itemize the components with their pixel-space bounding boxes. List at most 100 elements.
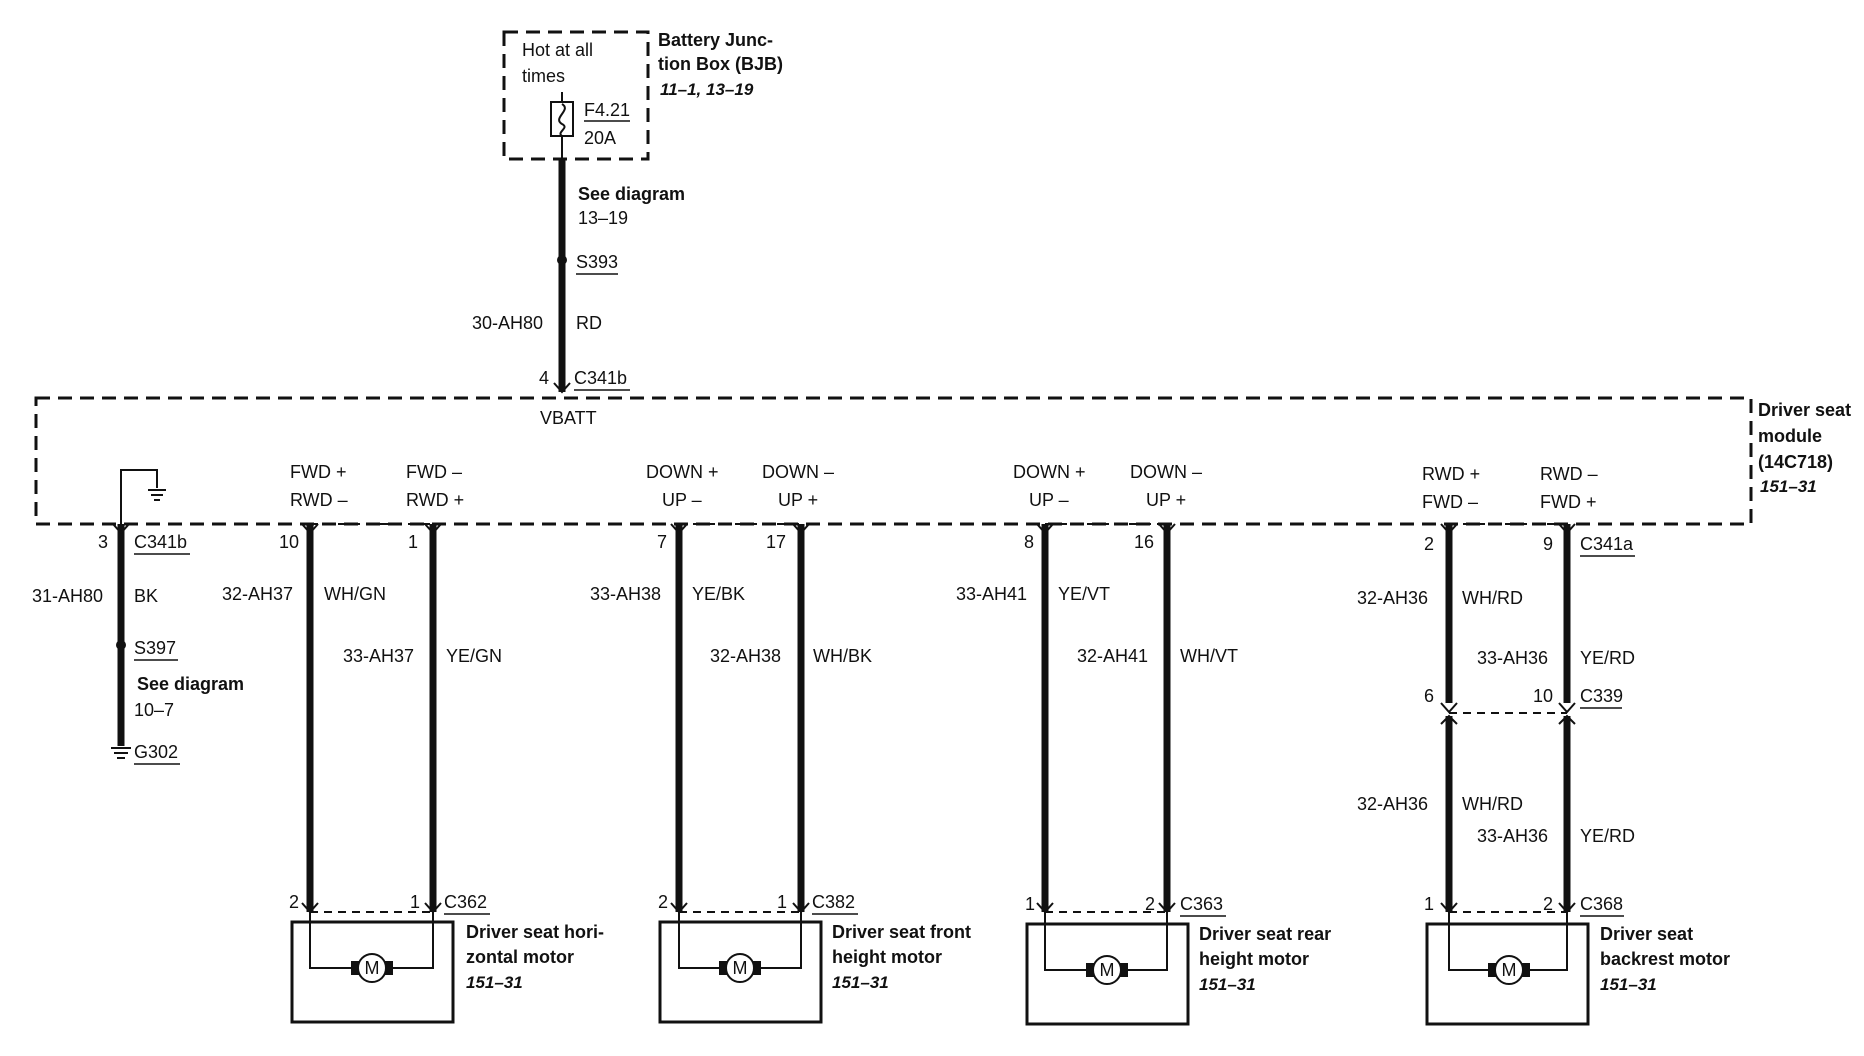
module-pin: 10 — [279, 532, 299, 552]
function-label: DOWN – — [762, 462, 834, 482]
motor-symbol: M — [365, 958, 380, 978]
bjb-outline — [502, 30, 650, 161]
motor-name-1: Driver seat rear — [1199, 924, 1331, 944]
function-label: RWD + — [406, 490, 464, 510]
circuit-number: 33-AH38 — [590, 584, 661, 604]
wire-color: YE/VT — [1058, 584, 1110, 604]
internal-ground-icon — [120, 469, 166, 524]
motor-name-2: zontal motor — [466, 947, 574, 967]
function-label: DOWN – — [1130, 462, 1202, 482]
ground-see-diagram: See diagram — [137, 674, 244, 694]
feed-circuit-number: 30-AH80 — [472, 313, 543, 333]
motor-circuit-front-height: DOWN + UP – DOWN – UP + 7 17 33-AH38 YE/… — [590, 462, 971, 1024]
fuse-rating: 20A — [584, 128, 616, 148]
ground-wire-color: BK — [134, 586, 158, 606]
vbatt-label: VBATT — [540, 408, 597, 428]
motor-symbol: M — [1502, 960, 1517, 980]
circuit-number: 33-AH36 — [1477, 648, 1548, 668]
function-label: FWD – — [1422, 492, 1478, 512]
module-ref: 151–31 — [1760, 477, 1817, 496]
motor-pin: 2 — [1543, 894, 1553, 914]
circuit-number: 33-AH41 — [956, 584, 1027, 604]
feed-see-diagram: See diagram — [578, 184, 685, 204]
splice-s397: S397 — [134, 638, 176, 658]
bjb-name-2: tion Box (BJB) — [658, 54, 783, 74]
inline-pin: 10 — [1533, 686, 1553, 706]
motor-icon: M — [719, 953, 761, 983]
function-label: UP – — [662, 490, 702, 510]
ground-circuit-number: 31-AH80 — [32, 586, 103, 606]
motor-symbol: M — [733, 958, 748, 978]
motor-box — [290, 920, 455, 1024]
motor-icon: M — [1086, 955, 1128, 985]
circuit-number: 32-AH38 — [710, 646, 781, 666]
fuse-id: F4.21 — [584, 100, 630, 120]
motor-icon: M — [351, 953, 393, 983]
function-label: DOWN + — [646, 462, 719, 482]
motor-circuit-backrest: RWD + FWD – RWD – FWD + 2 9 C341a 32-AH3… — [1357, 464, 1730, 1026]
module-outline — [34, 396, 1753, 526]
module-name-1: Driver seat — [1758, 400, 1851, 420]
motor-connector: C368 — [1580, 894, 1623, 914]
wire-color: WH/BK — [813, 646, 872, 666]
motor-circuit-rear-height: DOWN + UP – DOWN – UP + 8 16 33-AH41 YE/… — [956, 462, 1331, 1026]
ground-pin: 3 — [98, 532, 108, 552]
feed-wire-color: RD — [576, 313, 602, 333]
motor-name-1: Driver seat front — [832, 922, 971, 942]
ground-see-ref: 10–7 — [134, 700, 174, 720]
function-label: UP + — [778, 490, 818, 510]
motor-ref: 151–31 — [832, 973, 889, 992]
ground-circuit: 3 C341b 31-AH80 BK S397 See diagram 10–7… — [32, 523, 244, 765]
motor-icon: M — [1488, 955, 1530, 985]
motor-pin: 1 — [777, 892, 787, 912]
function-label: FWD – — [406, 462, 462, 482]
motor-ref: 151–31 — [1199, 975, 1256, 994]
motor-pin: 1 — [1025, 894, 1035, 914]
circuit-number: 32-AH36 — [1357, 794, 1428, 814]
motor-connector: C382 — [812, 892, 855, 912]
motor-name-2: height motor — [1199, 949, 1309, 969]
module-pin: 8 — [1024, 532, 1034, 552]
ground-icon — [111, 747, 131, 759]
motor-box — [1425, 922, 1590, 1026]
motor-circuit-horizontal: FWD + RWD – FWD – RWD + 10 1 32-AH37 WH/… — [222, 462, 604, 1024]
feed-connector: C341b — [574, 368, 627, 388]
function-label: DOWN + — [1013, 462, 1086, 482]
function-label: RWD – — [290, 490, 348, 510]
motor-box — [658, 920, 823, 1024]
module-name-3: (14C718) — [1758, 452, 1833, 472]
motor-pin: 1 — [1424, 894, 1434, 914]
feed-see-ref: 13–19 — [578, 208, 628, 228]
feed-circuit: See diagram 13–19 S393 30-AH80 RD 4 C341… — [472, 159, 685, 428]
inline-connector: C339 — [1580, 686, 1623, 706]
circuit-number: 33-AH36 — [1477, 826, 1548, 846]
module-pin: 1 — [408, 532, 418, 552]
ground-connector: C341b — [134, 532, 187, 552]
module-pin: 7 — [657, 532, 667, 552]
function-label: FWD + — [290, 462, 347, 482]
function-label: UP – — [1029, 490, 1069, 510]
wire-color: YE/RD — [1580, 826, 1635, 846]
motor-pin: 2 — [658, 892, 668, 912]
wire-color: WH/VT — [1180, 646, 1238, 666]
splice-s393: S393 — [576, 252, 618, 272]
wire-color: YE/BK — [692, 584, 745, 604]
module-pin: 16 — [1134, 532, 1154, 552]
motor-ref: 151–31 — [466, 973, 523, 992]
motor-pin: 1 — [410, 892, 420, 912]
feed-pin: 4 — [539, 368, 549, 388]
bjb-hot-label-1: Hot at all — [522, 40, 593, 60]
wire-color: YE/GN — [446, 646, 502, 666]
wire-color: WH/RD — [1462, 588, 1523, 608]
wire-color: WH/RD — [1462, 794, 1523, 814]
module-pin: 2 — [1424, 534, 1434, 554]
circuit-number: 33-AH37 — [343, 646, 414, 666]
wire-color: YE/RD — [1580, 648, 1635, 668]
circuit-number: 32-AH41 — [1077, 646, 1148, 666]
splice-dot-s397 — [116, 640, 126, 650]
motor-name-2: height motor — [832, 947, 942, 967]
function-label: RWD – — [1540, 464, 1598, 484]
motor-name-1: Driver seat — [1600, 924, 1693, 944]
module-name-2: module — [1758, 426, 1822, 446]
circuit-number: 32-AH37 — [222, 584, 293, 604]
